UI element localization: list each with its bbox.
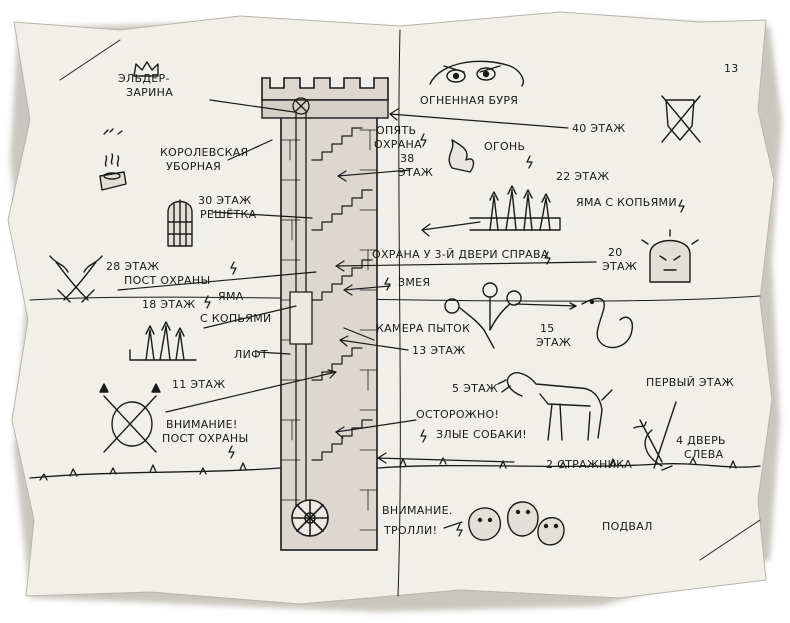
label-floor30-1: 30 ЭТАЖ [198,194,251,207]
label-floor15-2: ЭТАЖ [536,336,571,349]
guards-icon [633,401,677,471]
label-torture: КАМЕРА ПЫТОК [376,322,470,335]
label-elder-1: ЭЛЬДЕР- [118,72,170,85]
label-careful: ОСТОРОЖНО! [416,408,499,421]
label-royal-toilet-2: УБОРНАЯ [166,160,221,173]
label-royal-toilet-1: КОРОЛЕВСКАЯ [160,146,249,159]
label-warning-guard-2: ПОСТ ОХРАНЫ [162,432,248,445]
spikes-icon [469,185,561,231]
label-floor13: 13 ЭТАЖ [412,344,465,357]
pointer-lines [117,99,597,529]
shield-icon-left [99,383,161,453]
flail-icon [444,282,522,349]
paper-sheet [7,11,775,605]
label-guard-again-1: ОПЯТЬ [376,124,416,137]
crown-icon [133,61,159,77]
label-floor38-1: 38 [400,152,415,165]
label-floor28: 28 ЭТАЖ [106,260,159,273]
label-lift: ЛИФТ [234,348,268,361]
eyes-icon [429,60,524,87]
map-labels: ЭЛЬДЕР- ЗАРИНА ОГНЕННАЯ БУРЯ 40 ЭТАЖ ОПЯ… [106,62,739,537]
snake-icon [569,297,634,349]
label-floor30-2: РЕШЁТКА [200,208,257,221]
label-door4-2: СЛЕВА [684,448,724,461]
toilet-icon [99,128,127,191]
label-warning-guard-1: ВНИМАНИЕ! [166,418,238,431]
label-spike-pit: ЯМА С КОПЬЯМИ [576,196,677,209]
label-guard-post: ПОСТ ОХРАНЫ [124,274,210,287]
gate-icon [167,199,193,247]
label-snake: ЗМЕЯ [398,276,430,289]
label-two-guards: 2 СТРАЖНИКА [546,458,632,471]
label-guard-third-door: ОХРАНА У 3-Й ДВЕРИ СПРАВА [372,248,549,261]
label-spike-pit2-2: С КОПЬЯМИ [200,312,272,325]
label-elder-2: ЗАРИНА [126,86,173,99]
label-floor22: 22 ЭТАЖ [556,170,609,183]
tower-stairs [311,127,373,461]
label-first-floor: ПЕРВЫЙ ЭТАЖ [646,376,734,389]
lift-shaft [289,97,313,513]
label-floor38-2: ЭТАЖ [398,166,433,179]
helmet-icon [641,229,699,283]
label-floor20-2: ЭТАЖ [602,260,637,273]
label-spike-pit2-1: ЯМА [218,290,244,303]
label-guard-again-2: ОХРАНА [374,138,422,151]
ground-line [29,457,761,481]
label-door4-1: 4 ДВЕРЬ [676,434,726,447]
label-evil-dogs: ЗЛЫЕ СОБАКИ! [436,428,527,441]
label-floor40: 40 ЭТАЖ [572,122,625,135]
lightning-marks [204,133,685,537]
shield-icon [661,95,701,143]
label-floor5: 5 ЭТАЖ [452,382,498,395]
wheel-icon [291,499,329,537]
spikes-icon-left [129,321,197,361]
label-basement: ПОДВАЛ [602,520,653,533]
swords-icon [49,255,103,303]
label-floor15-1: 15 [540,322,555,335]
label-warning-trolls-2: ТРОЛЛИ! [383,524,437,537]
label-warning-trolls-1: ВНИМАНИЕ. [382,504,453,517]
fire-icon [448,139,475,173]
label-corner-13: 13 [724,62,739,75]
label-floor20-1: 20 [608,246,623,259]
label-firestorm: ОГНЕННАЯ БУРЯ [420,94,518,107]
label-fire: ОГОНЬ [484,140,525,153]
dog-icon [497,372,613,441]
label-floor18: 18 ЭТАЖ [142,298,195,311]
tower [261,77,389,551]
paper-creases [29,29,761,597]
label-floor11: 11 ЭТАЖ [172,378,225,391]
troll-icon [468,501,565,546]
